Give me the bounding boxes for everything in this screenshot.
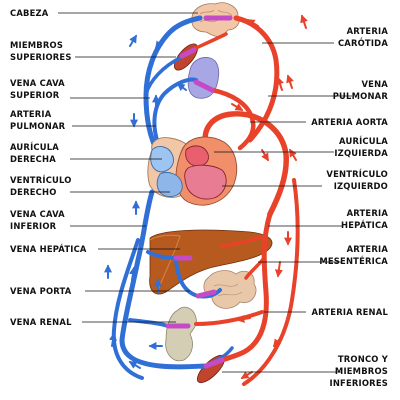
flow-arrows (104, 14, 308, 379)
label-vena-renal: VENA RENAL (10, 317, 72, 327)
label-tronco-1: TRONCO Y (338, 354, 389, 364)
label-miembros-superiores-1: MIEMBROS (10, 40, 63, 50)
label-ventriculo-derecho-1: VENTRÍCULO (10, 174, 72, 185)
label-vena-porta: VENA PORTA (10, 286, 72, 296)
label-tronco-3: INFERIORES (330, 378, 388, 388)
label-arteria-hepatica-2: HEPÁTICA (341, 219, 388, 230)
label-cabeza: CABEZA (10, 8, 49, 18)
label-arteria-pulmonar-2: PULMONAR (10, 121, 66, 131)
label-vena-pulmonar-2: PULMONAR (333, 91, 389, 101)
label-arteria-carotida-1: ARTERIA (347, 26, 389, 36)
label-arteria-pulmonar-1: ARTERIA (10, 109, 52, 119)
venous-circuit (111, 15, 234, 380)
label-arteria-hepatica-1: ARTERIA (347, 208, 389, 218)
label-ventriculo-izquierdo-2: IZQUIERDO (334, 181, 388, 191)
label-miembros-superiores-2: SUPERIORES (10, 52, 72, 62)
label-vena-cava-inferior-1: VENA CAVA (10, 209, 65, 219)
label-auricula-derecha-1: AURÍCULA (10, 141, 59, 152)
label-ventriculo-derecho-2: DERECHO (10, 187, 57, 197)
label-ventriculo-izquierdo-1: VENTRÍCULO (326, 168, 388, 179)
label-vena-hepatica: VENA HEPÁTICA (10, 243, 87, 254)
label-auricula-izquierda-1: AURÍCULA (339, 135, 388, 146)
arterial-circuit (190, 15, 300, 386)
capillary-segments (165, 15, 233, 369)
label-arteria-carotida-2: CARÓTIDA (338, 37, 388, 48)
label-auricula-izquierda-2: IZQUIERDA (334, 148, 388, 158)
label-arteria-renal: ARTERIA RENAL (311, 307, 388, 317)
leader-lines (58, 12, 352, 373)
label-group: CABEZA MIEMBROS SUPERIORES VENA CAVA SUP… (10, 8, 389, 388)
label-vena-cava-superior-1: VENA CAVA (10, 78, 65, 88)
right-atrium (150, 146, 174, 173)
left-ventricle (184, 164, 227, 200)
left-atrium (185, 145, 209, 167)
kidney-organ (165, 306, 197, 362)
label-arteria-mesenterica-2: MESENTÉRICA (319, 255, 388, 266)
heart-organ (147, 136, 238, 206)
right-ventricle (156, 172, 183, 197)
label-arteria-mesenterica-1: ARTERIA (347, 244, 389, 254)
label-vena-cava-superior-2: SUPERIOR (10, 90, 60, 100)
label-tronco-2: MIEMBROS (335, 366, 388, 376)
label-vena-pulmonar-1: VENA (362, 79, 389, 89)
label-auricula-derecha-2: DERECHA (10, 154, 56, 164)
label-arteria-aorta: ARTERIA AORTA (311, 117, 388, 127)
label-vena-cava-inferior-2: INFERIOR (10, 221, 57, 231)
